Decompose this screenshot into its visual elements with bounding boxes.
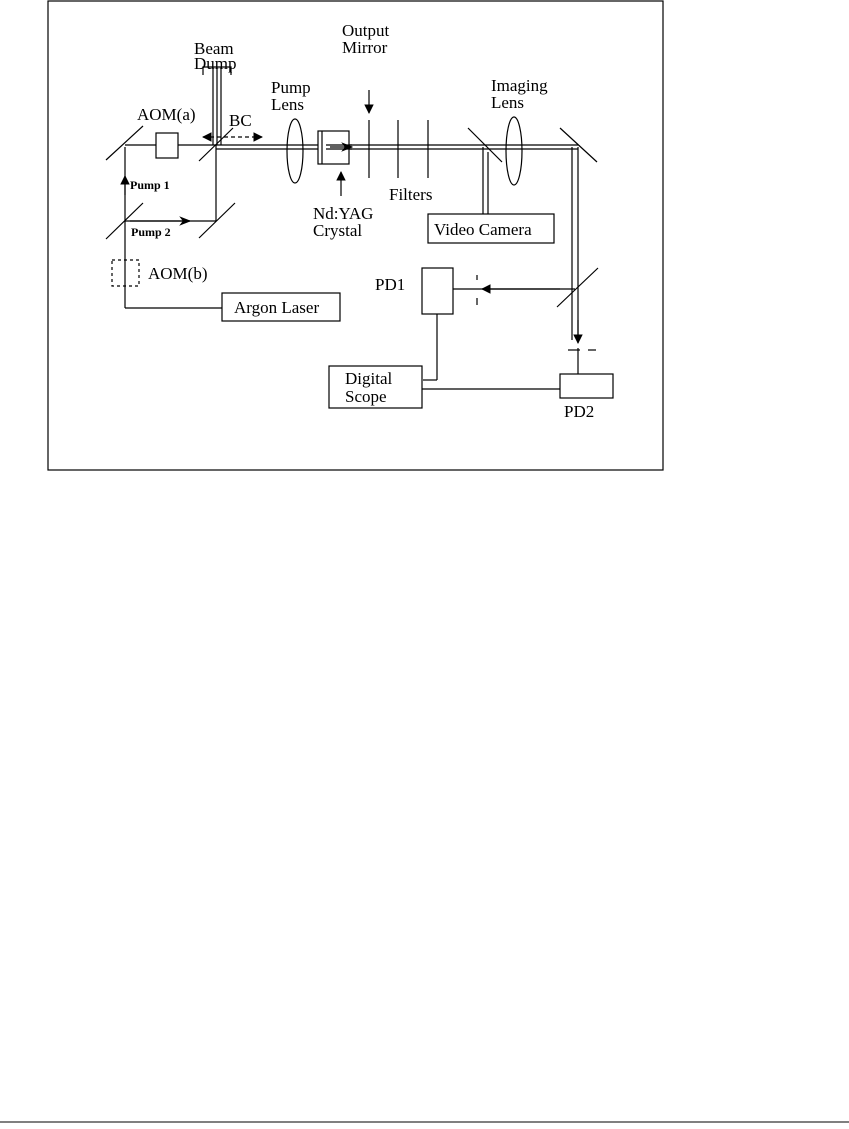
label-pump1: Pump 1 — [130, 178, 170, 192]
label-bc: BC — [229, 111, 252, 130]
label-dump: Dump — [194, 54, 237, 73]
label-digital: Digital — [345, 369, 392, 388]
label-crystal: Crystal — [313, 221, 362, 240]
pd1-box — [422, 268, 453, 314]
label-aom-b: AOM(b) — [148, 264, 208, 283]
label-filters: Filters — [389, 185, 432, 204]
label-pump-lens-2: Lens — [271, 95, 304, 114]
imaging-lens — [506, 117, 522, 185]
label-aom-a: AOM(a) — [137, 105, 196, 124]
pd2-box — [560, 374, 613, 398]
label-pump2: Pump 2 — [131, 225, 171, 239]
pump-lens — [287, 119, 303, 183]
label-pd2: PD2 — [564, 402, 594, 421]
ndyag-crystal — [318, 131, 352, 164]
label-scope: Scope — [345, 387, 387, 406]
label-pd1: PD1 — [375, 275, 405, 294]
label-mirror: Mirror — [342, 38, 388, 57]
label-video-camera: Video Camera — [434, 220, 532, 239]
label-argon-laser: Argon Laser — [234, 298, 319, 317]
label-imaging-lens: Lens — [491, 93, 524, 112]
aom-a-box — [156, 133, 178, 158]
